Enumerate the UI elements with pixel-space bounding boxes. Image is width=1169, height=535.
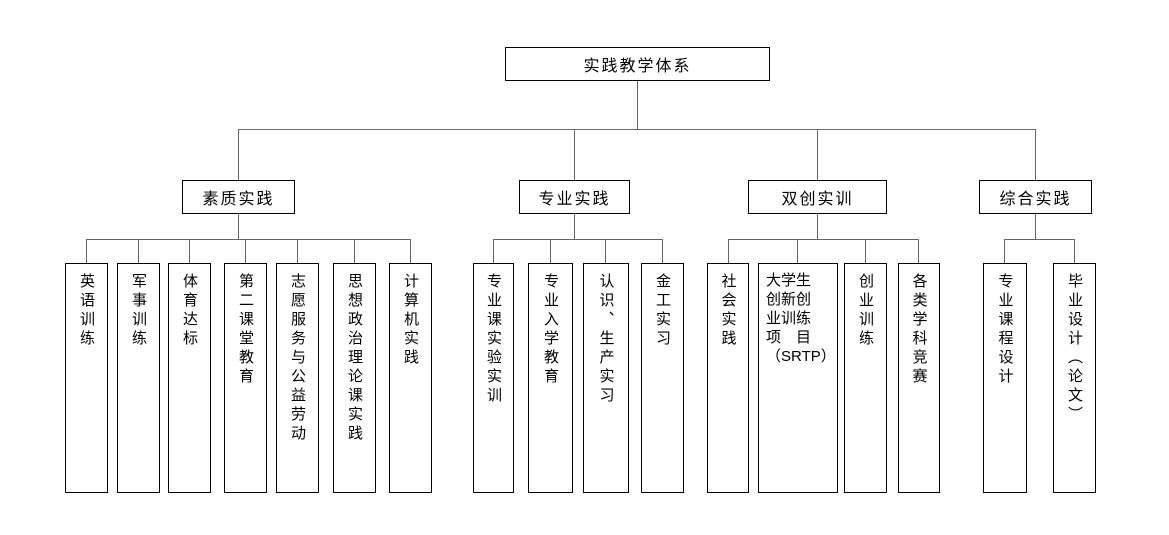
leaf-label: 体育达标 xyxy=(181,273,198,349)
leaf-label: 大学生 创新创 业训练 项 目 （SRTP） xyxy=(766,272,836,365)
leaf-label: 军事训练 xyxy=(130,273,147,349)
leaf-label: 英语训练 xyxy=(78,273,95,349)
node-innovation-entrepreneurship-training: 双创实训 xyxy=(748,180,887,214)
leaf-label: 计算机实践 xyxy=(402,273,419,368)
leaf-label: 认识、生产实习 xyxy=(597,273,615,406)
leaf-label: 专业课实验实训 xyxy=(485,273,502,406)
leaf-entrepreneurship-training: 创业训练 xyxy=(844,263,887,493)
leaf-label: 第二课堂教育 xyxy=(237,273,254,387)
leaf-professional-course-design: 专业课程设计 xyxy=(983,263,1027,493)
leaf-ideological-political-theory-course-practice: 思想政治理论课实践 xyxy=(333,263,376,493)
node-professional-practice: 专业实践 xyxy=(519,180,630,214)
leaf-srtp-innovation-entrepreneurship-training-project: 大学生 创新创 业训练 项 目 （SRTP） xyxy=(758,263,838,493)
leaf-professional-enrollment-education: 专业入学教育 xyxy=(528,263,573,493)
leaf-label: 专业课程设计 xyxy=(996,273,1014,387)
leaf-computer-practice: 计算机实践 xyxy=(389,263,432,493)
branch-label: 专业实践 xyxy=(538,191,611,208)
leaf-label: 创业训练 xyxy=(857,273,874,349)
leaf-label: 毕业设计（论文） xyxy=(1066,273,1083,425)
branch-label: 素质实践 xyxy=(202,191,275,208)
root-node-label: 实践教学体系 xyxy=(583,58,692,75)
leaf-label: 各类学科竞赛 xyxy=(910,273,928,387)
leaf-label: 思想政治理论课实践 xyxy=(346,273,363,444)
leaf-label: 金工实习 xyxy=(654,273,671,349)
leaf-metalworking-internship: 金工实习 xyxy=(641,263,684,493)
leaf-label: 专业入学教育 xyxy=(542,273,559,387)
leaf-graduation-design-thesis: 毕业设计（论文） xyxy=(1053,263,1096,493)
leaf-label: 社会实践 xyxy=(719,273,737,349)
node-practice-teaching-system: 实践教学体系 xyxy=(505,47,770,81)
leaf-volunteer-service-public-welfare-labor: 志愿服务与公益劳动 xyxy=(276,263,319,493)
leaf-physical-fitness-standard: 体育达标 xyxy=(168,263,211,493)
node-quality-practice: 素质实践 xyxy=(182,180,295,214)
branch-label: 双创实训 xyxy=(781,191,854,208)
leaf-second-classroom-education: 第二课堂教育 xyxy=(224,263,267,493)
leaf-subject-competitions: 各类学科竞赛 xyxy=(898,263,940,493)
node-comprehensive-practice: 综合实践 xyxy=(979,180,1092,214)
leaf-english-training: 英语训练 xyxy=(65,263,108,493)
leaf-cognition-production-internship: 认识、生产实习 xyxy=(583,263,629,493)
leaf-professional-course-experiment-training: 专业课实验实训 xyxy=(473,263,514,493)
leaf-label: 志愿服务与公益劳动 xyxy=(289,273,306,444)
branch-label: 综合实践 xyxy=(999,191,1072,208)
leaf-social-practice: 社会实践 xyxy=(707,263,749,493)
leaf-military-training: 军事训练 xyxy=(117,263,160,493)
